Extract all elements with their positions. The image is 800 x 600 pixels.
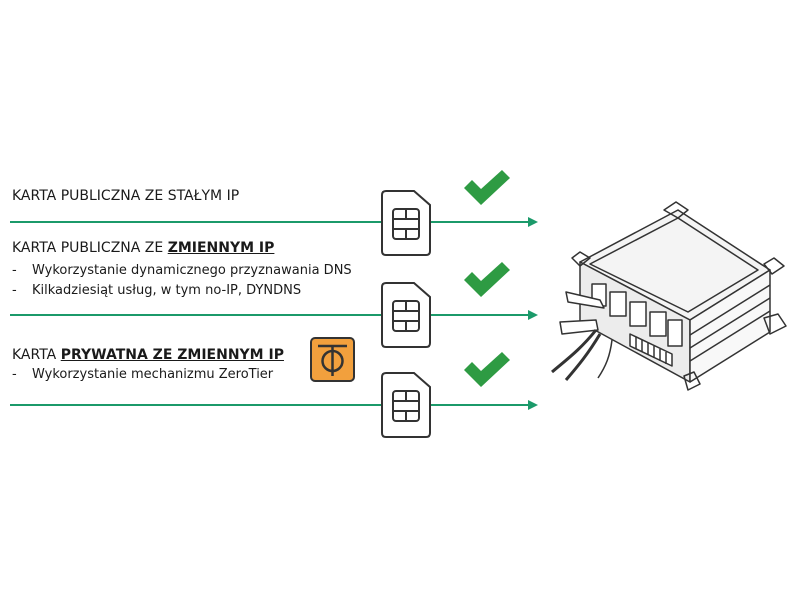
row3-heading-bold: PRYWATNA ZE ZMIENNYM IP xyxy=(60,347,284,363)
row3-arrow xyxy=(10,400,538,410)
check-icon xyxy=(464,262,510,297)
row2-bullet-2-text: Kilkadziesiąt usług, w tym no-IP, DYNDNS xyxy=(32,283,302,298)
row2-heading-prefix: KARTA PUBLICZNA ZE xyxy=(12,240,168,256)
bullet-marker: - xyxy=(12,283,17,298)
row3-bullet-1: -Wykorzystanie mechanizmu ZeroTier xyxy=(12,367,273,383)
row1-heading-text: KARTA PUBLICZNA ZE STAŁYM IP xyxy=(12,188,240,204)
bullet-marker: - xyxy=(12,263,17,278)
row1-heading: KARTA PUBLICZNA ZE STAŁYM IP xyxy=(12,188,239,204)
row3-bullet-1-text: Wykorzystanie mechanizmu ZeroTier xyxy=(32,367,274,382)
check-icon xyxy=(464,170,510,205)
sim-card-icon xyxy=(381,190,431,256)
row2-bullet-1: -Wykorzystanie dynamicznego przyznawania… xyxy=(12,263,352,279)
row2-bullet-2: -Kilkadziesiąt usług, w tym no-IP, DYNDN… xyxy=(12,283,301,299)
check-icon xyxy=(464,352,510,387)
router-device-icon xyxy=(551,201,787,391)
zerotier-logo-icon xyxy=(310,337,355,382)
row3-heading: KARTA PRYWATNA ZE ZMIENNYM IP xyxy=(12,347,284,363)
row1-arrow xyxy=(10,217,538,227)
sim-card-icon xyxy=(381,372,431,438)
row3-heading-prefix: KARTA xyxy=(12,347,61,363)
sim-card-icon xyxy=(381,282,431,348)
bullet-marker: - xyxy=(12,367,17,382)
row2-heading: KARTA PUBLICZNA ZE ZMIENNYM IP xyxy=(12,240,274,256)
row2-arrow xyxy=(10,310,538,320)
row2-bullet-1-text: Wykorzystanie dynamicznego przyznawania … xyxy=(32,263,352,278)
row2-heading-bold: ZMIENNYM IP xyxy=(167,240,275,256)
